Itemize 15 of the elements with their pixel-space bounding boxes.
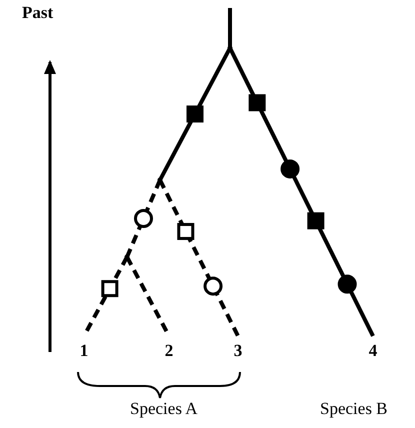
branch-point bbox=[124, 254, 130, 260]
branch-line bbox=[228, 8, 232, 48]
axis-label: Past bbox=[22, 4, 54, 22]
tip-number: 3 bbox=[234, 342, 242, 360]
group-label: Species A bbox=[130, 400, 198, 418]
branch-line bbox=[158, 179, 240, 337]
group-label: Species B bbox=[320, 400, 388, 418]
branch-point bbox=[228, 46, 232, 50]
tip-number: 4 bbox=[368, 342, 378, 360]
branch-line bbox=[158, 47, 232, 181]
branch-line bbox=[228, 47, 375, 337]
tip-number: 1 bbox=[80, 342, 88, 360]
branch-point bbox=[158, 178, 162, 182]
tip-number: 2 bbox=[164, 342, 174, 360]
branch-line bbox=[125, 179, 162, 258]
